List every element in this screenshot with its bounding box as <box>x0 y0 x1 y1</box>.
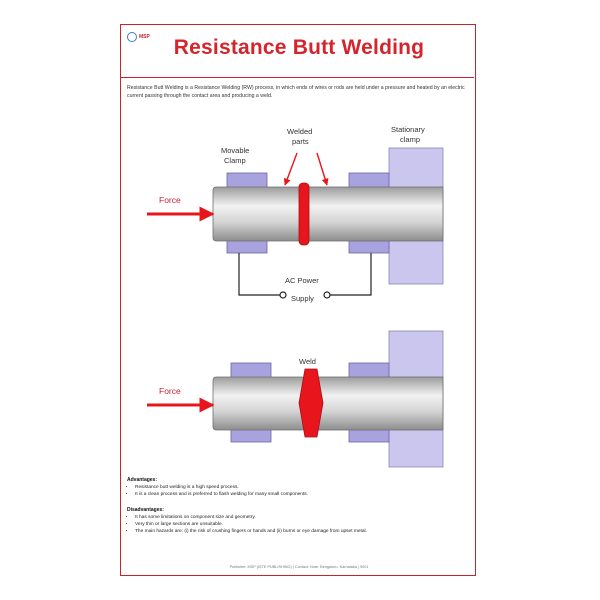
footer-credit: Publisher: MSP (ISTE PUBLISHING) | Conta… <box>229 565 369 569</box>
rod-right-bottom <box>316 376 444 431</box>
power-supply-label-1: AC Power <box>285 276 319 285</box>
rod-right <box>306 186 444 242</box>
weld-bead-bottom <box>298 368 324 438</box>
force-label-bottom: Force <box>159 386 181 396</box>
disadvantages-title: Disadvantages: <box>127 507 164 513</box>
list-item: The main hazards are: (i) the risk of cr… <box>135 528 471 535</box>
weld-label: Weld <box>299 357 316 366</box>
power-terminal-right <box>323 291 331 299</box>
rod-left-bottom <box>212 376 306 431</box>
movable-clamp-label-1: Movable <box>221 146 249 155</box>
logo-text: MSP <box>139 34 150 40</box>
page-title: Resistance Butt Welding <box>173 36 425 59</box>
list-item: It has some limitations on component siz… <box>135 514 471 521</box>
disadvantages-list: It has some limitations on component siz… <box>127 514 471 535</box>
advantages-section: Advantages: Resistance butt welding is a… <box>127 477 471 498</box>
power-wire-right <box>329 253 372 296</box>
power-supply-label-2: Supply <box>291 294 314 303</box>
list-item: Resistance butt welding is a high speed … <box>135 484 471 491</box>
intro-text: Resistance Butt Welding is a Resistance … <box>127 85 465 99</box>
power-terminal-left <box>279 291 287 299</box>
logo-icon <box>127 32 137 42</box>
title-divider <box>121 77 474 78</box>
movable-clamp-label-2: Clamp <box>224 156 246 165</box>
power-wire-left <box>238 253 281 296</box>
diagram: Force Movable Clamp Welded parts Station… <box>147 125 444 468</box>
stationary-clamp-label-1: Stationary <box>391 125 425 134</box>
welded-parts-label-2: parts <box>292 137 309 146</box>
welded-parts-label-1: Welded <box>287 127 312 136</box>
bottom-setup: Force Weld <box>147 330 444 468</box>
force-label-top: Force <box>159 195 181 205</box>
stationary-clamp-label-2: clamp <box>400 135 420 144</box>
welded-parts-pointer-right <box>316 152 329 186</box>
rod-left <box>212 186 302 242</box>
advantages-list: Resistance butt welding is a high speed … <box>127 484 471 498</box>
list-item: It is a clean process and is preferred t… <box>135 491 471 498</box>
list-item: Very thin or large sections are unsuitab… <box>135 521 471 528</box>
disadvantages-section: Disadvantages: It has some limitations o… <box>127 507 471 535</box>
weld-joint-top <box>298 182 310 246</box>
advantages-title: Advantages: <box>127 477 158 483</box>
top-setup: Force Movable Clamp Welded parts Station… <box>147 125 444 303</box>
publisher-logo: MSP <box>127 31 153 43</box>
welded-parts-pointer-left <box>283 152 298 186</box>
poster: MSP Resistance Butt Welding Resistance B… <box>120 24 476 576</box>
